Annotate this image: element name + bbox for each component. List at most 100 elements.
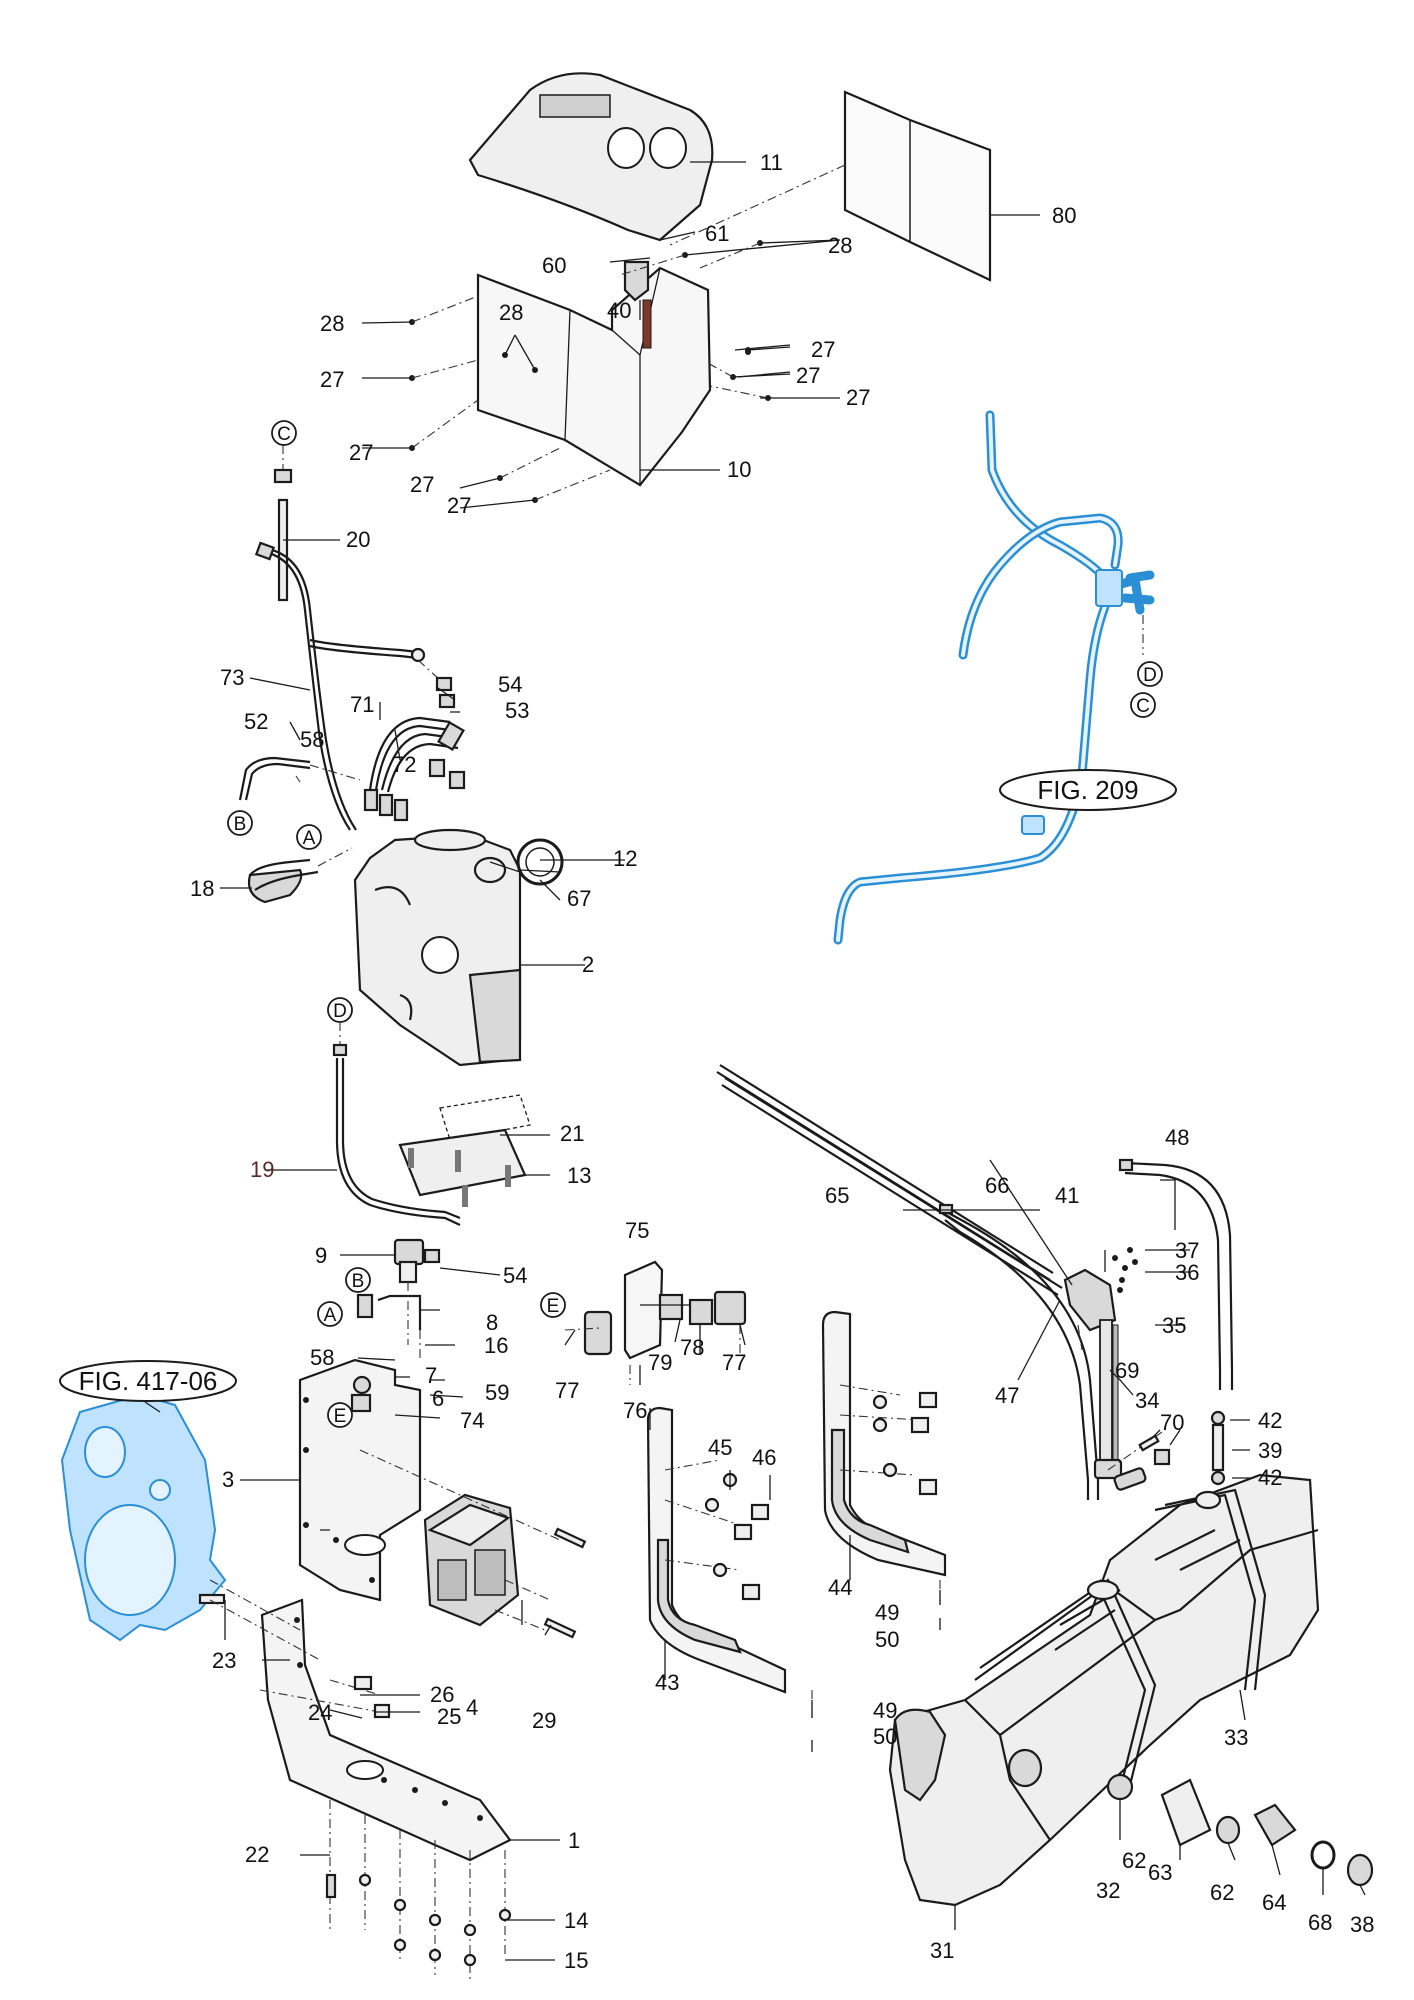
sender-unit-part — [1063, 1247, 1147, 1491]
label-79: 79 — [648, 1350, 672, 1375]
label-43: 43 — [655, 1670, 679, 1695]
spacer-39-part — [1211, 1423, 1225, 1472]
label-73: 73 — [220, 665, 244, 690]
fastener-stack — [325, 1800, 512, 1980]
bolt-23-part — [198, 1593, 226, 1605]
connector-c-right: C — [1130, 692, 1156, 718]
label-1: 1 — [568, 1828, 580, 1853]
label-49-b: 49 — [873, 1698, 897, 1723]
label-29: 29 — [532, 1708, 556, 1733]
label-47: 47 — [995, 1383, 1019, 1408]
label-74: 74 — [460, 1408, 484, 1433]
label-45: 45 — [708, 1435, 732, 1460]
label-25: 25 — [437, 1704, 461, 1729]
label-66: 66 — [985, 1173, 1009, 1198]
figure-ref-209-text: FIG. 209 — [1037, 775, 1138, 805]
label-41: 41 — [1055, 1183, 1079, 1208]
label-14: 14 — [564, 1908, 588, 1933]
label-27-a: 27 — [320, 367, 344, 392]
label-20: 20 — [346, 527, 370, 552]
svg-text:E: E — [547, 1296, 560, 1317]
label-42-bottom: 42 — [1258, 1465, 1282, 1490]
label-13: 13 — [567, 1163, 591, 1188]
svg-text:E: E — [334, 1406, 347, 1427]
top-cover-part — [468, 72, 714, 242]
label-7: 7 — [425, 1363, 437, 1388]
filler-neck-assembly — [1106, 1773, 1374, 1887]
connector-e-mid: E — [327, 1402, 353, 1428]
label-18: 18 — [190, 876, 214, 901]
label-28-inner: 28 — [499, 300, 523, 325]
label-40: 40 — [607, 298, 631, 323]
label-27-f: 27 — [796, 363, 820, 388]
engine-cover-reference — [60, 1393, 227, 1642]
label-37: 37 — [1175, 1238, 1199, 1263]
strap-47-part — [938, 1203, 1100, 1500]
reference-fuel-lines — [833, 410, 1155, 945]
label-49-a: 49 — [875, 1600, 899, 1625]
valve-assembly-part — [356, 1238, 441, 1360]
label-9: 9 — [315, 1243, 327, 1268]
bracket-3-part — [298, 1358, 422, 1602]
fill-cap-seal-part — [516, 838, 564, 886]
label-4: 4 — [466, 1695, 478, 1720]
label-35: 35 — [1162, 1313, 1186, 1338]
label-62-right: 62 — [1210, 1880, 1234, 1905]
label-80: 80 — [1052, 203, 1076, 228]
figure-ref-209-badge[interactable]: FIG. 209 — [999, 769, 1177, 811]
label-48: 48 — [1165, 1125, 1189, 1150]
label-44: 44 — [828, 1575, 852, 1600]
label-71: 71 — [350, 692, 374, 717]
bracket-1-part — [260, 1598, 512, 1862]
label-52: 52 — [244, 709, 268, 734]
label-21: 21 — [560, 1121, 584, 1146]
label-27-b: 27 — [349, 440, 373, 465]
label-53: 53 — [505, 698, 529, 723]
connector-e-right: E — [540, 1292, 566, 1318]
connector-d-left: D — [327, 997, 353, 1023]
svg-text:D: D — [333, 1001, 347, 1022]
fluid-tank-part — [353, 828, 522, 1067]
label-63: 63 — [1148, 1860, 1172, 1885]
back-panel-part — [476, 260, 712, 487]
label-23: 23 — [212, 1648, 236, 1673]
label-27-c: 27 — [410, 472, 434, 497]
label-69: 69 — [1115, 1358, 1139, 1383]
panel-sheet-part — [843, 90, 992, 282]
label-60: 60 — [542, 253, 566, 278]
label-61: 61 — [705, 221, 729, 246]
connector-d-right: D — [1137, 661, 1163, 687]
label-77-left: 77 — [555, 1378, 579, 1403]
label-76: 76 — [623, 1398, 647, 1423]
figure-ref-417-06-badge[interactable]: FIG. 417-06 — [59, 1360, 237, 1402]
label-12: 12 — [613, 846, 637, 871]
label-72: 72 — [392, 752, 416, 777]
label-33: 33 — [1224, 1725, 1248, 1750]
label-54-top: 54 — [498, 672, 522, 697]
label-62-left: 62 — [1122, 1848, 1146, 1873]
label-64: 64 — [1262, 1890, 1286, 1915]
svg-text:A: A — [303, 828, 316, 849]
label-68: 68 — [1308, 1910, 1332, 1935]
part-number-labels: 11 80 61 60 28 28 28 40 27 27 27 27 27 2… — [190, 150, 1374, 1973]
label-16: 16 — [484, 1333, 508, 1358]
label-75: 75 — [625, 1218, 649, 1243]
label-54-mid: 54 — [503, 1263, 527, 1288]
label-27-d: 27 — [447, 493, 471, 518]
label-28-left: 28 — [320, 311, 344, 336]
label-6: 6 — [432, 1386, 444, 1411]
label-39: 39 — [1258, 1438, 1282, 1463]
label-46: 46 — [752, 1445, 776, 1470]
label-59: 59 — [485, 1380, 509, 1405]
label-50-b: 50 — [873, 1724, 897, 1749]
label-28-top-right: 28 — [828, 233, 852, 258]
connector-c-top: C — [271, 420, 297, 446]
mounting-plate-13-part — [398, 1128, 527, 1207]
long-tubes-part — [716, 1064, 1063, 1296]
connector-b-left: B — [227, 810, 253, 836]
hose-assembly — [238, 541, 466, 904]
label-2: 2 — [582, 952, 594, 977]
connector-b-mid: B — [345, 1267, 371, 1293]
label-58-mid: 58 — [310, 1345, 334, 1370]
